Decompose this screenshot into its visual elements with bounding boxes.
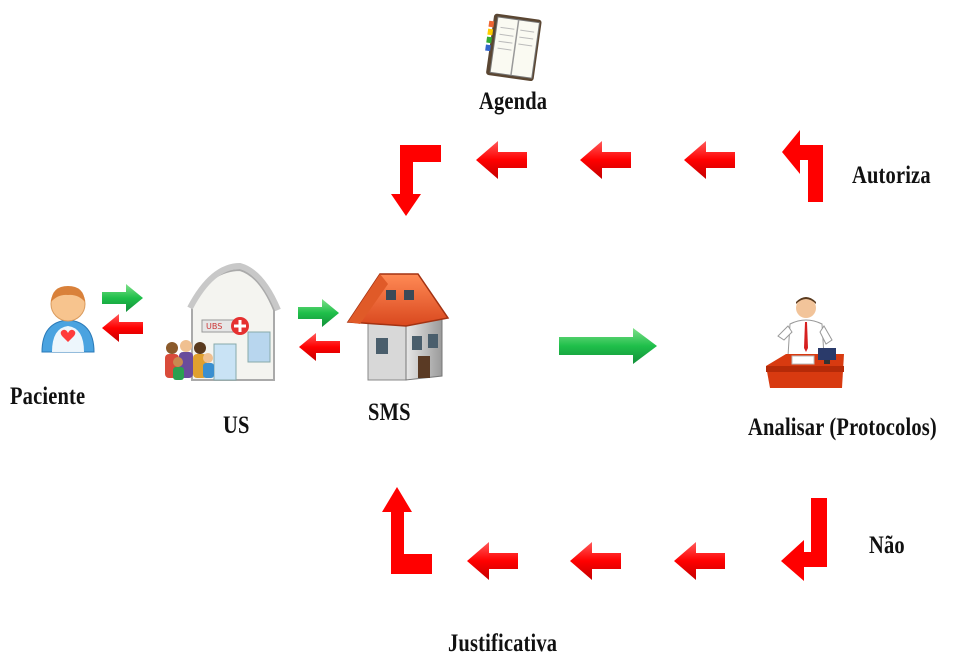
justificativa-label: Justificativa <box>448 630 558 657</box>
house-icon <box>346 273 450 381</box>
sms-to-analisar-arrow <box>559 328 657 364</box>
bottom-left-arrow-2 <box>570 542 621 580</box>
notebook-icon <box>485 13 542 82</box>
health-unit-icon: UBS <box>165 262 281 381</box>
us-to-paciente-arrow <box>102 314 143 342</box>
top-left-corner-arrow <box>391 145 441 216</box>
us-to-sms-arrow <box>298 299 339 327</box>
bottom-left-arrow-1 <box>674 542 725 580</box>
bottom-left-arrow-3 <box>467 542 518 580</box>
top-left-arrow-3 <box>476 141 527 179</box>
person-icon <box>41 286 95 353</box>
paciente-to-us-arrow <box>102 284 143 312</box>
nao-label: Não <box>869 532 905 559</box>
paciente-label: Paciente <box>10 383 86 410</box>
autoriza-label: Autoriza <box>852 162 931 189</box>
top-left-arrow-2 <box>580 141 631 179</box>
sms-label: SMS <box>368 399 411 426</box>
sms-to-us-arrow <box>299 333 340 361</box>
agenda-label: Agenda <box>479 88 548 115</box>
top-return-path <box>391 130 823 216</box>
bottom-right-corner-arrow <box>781 498 827 581</box>
svg-text:UBS: UBS <box>206 322 222 331</box>
bottom-left-corner-arrow <box>382 487 432 574</box>
doctor-at-desk-icon <box>766 297 844 388</box>
top-left-arrow-1 <box>684 141 735 179</box>
bottom-return-path <box>382 487 827 581</box>
top-right-corner-arrow <box>782 130 823 202</box>
us-label: US <box>223 412 250 439</box>
analisar-label: Analisar (Protocolos) <box>748 414 937 441</box>
